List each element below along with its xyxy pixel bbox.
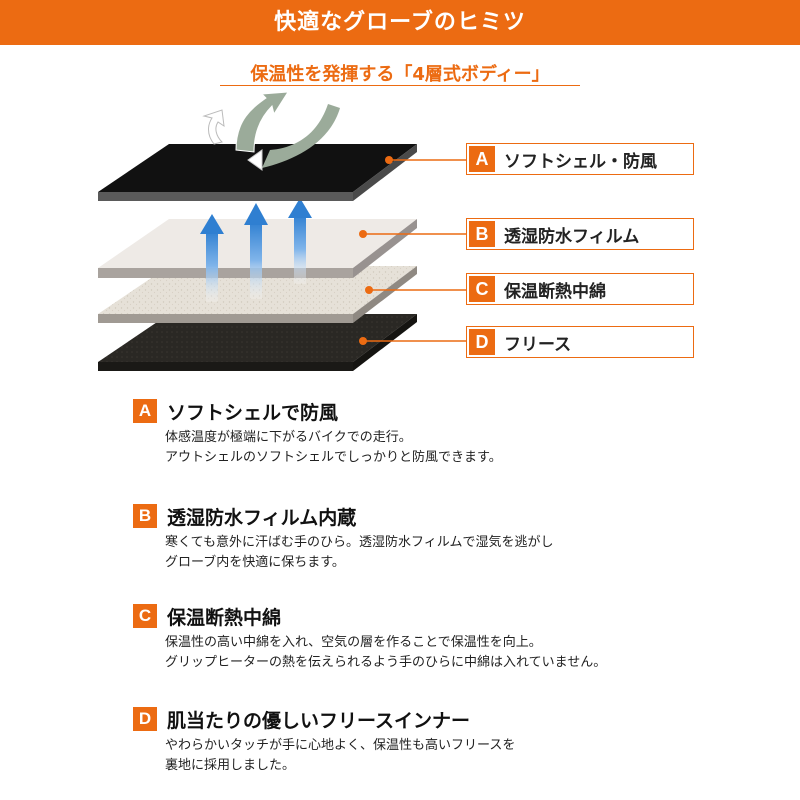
layer-d-fleece (98, 314, 417, 371)
section-line: やわらかいタッチが手に心地よく、保温性も高いフリースを (165, 738, 516, 753)
layer-a-shell (98, 144, 417, 201)
page-title: 快適なグローブのヒミツ (274, 10, 526, 35)
layer-label-text: 透湿防水フィルム (504, 226, 640, 247)
subtitle: 保温性を発揮する「4層式ボディー」 (250, 64, 550, 85)
layer-label-c: C 保温断熱中綿 (466, 273, 694, 305)
section-line: 寒くても意外に汗ばむ手のひら。透湿防水フィルムで湿気を逃がし (165, 535, 554, 550)
subtitle-underline (220, 85, 580, 86)
section-letter-badge: B (133, 504, 157, 528)
layer-label-text: ソフトシェル・防風 (504, 151, 657, 172)
section-body: 体感温度が極端に下がるバイクでの走行。 アウトシェルのソフトシェルでしっかりと防… (165, 428, 773, 468)
section-letter-badge: C (133, 604, 157, 628)
section-c: C 保温断熱中綿 保温性の高い中綿を入れ、空気の層を作ることで保温性を向上。 グ… (133, 603, 773, 673)
layer-label-b: B 透湿防水フィルム (466, 218, 694, 250)
section-line: グリップヒーターの熱を伝えられるよう手のひらに中綿は入れていません。 (165, 655, 607, 670)
section-b: B 透湿防水フィルム内蔵 寒くても意外に汗ばむ手のひら。透湿防水フィルムで湿気を… (133, 503, 773, 573)
layer-stack-illustration (98, 91, 468, 371)
layer-diagram (0, 90, 800, 390)
layer-letter-badge: D (469, 329, 495, 355)
section-body: 寒くても意外に汗ばむ手のひら。透湿防水フィルムで湿気を逃がし グローブ内を快適に… (165, 533, 773, 573)
layer-letter-badge: C (469, 276, 495, 302)
section-line: 体感温度が極端に下がるバイクでの走行。 (165, 430, 412, 445)
section-title: 透湿防水フィルム内蔵 (167, 506, 357, 529)
section-title: ソフトシェルで防風 (167, 401, 339, 424)
layer-label-d: D フリース (466, 326, 694, 358)
section-line: 裏地に採用しました。 (165, 758, 296, 773)
section-line: 保温性の高い中綿を入れ、空気の層を作ることで保温性を向上。 (165, 635, 542, 650)
section-title: 肌当たりの優しいフリースインナー (167, 709, 471, 732)
header-banner: 快適なグローブのヒミツ (0, 0, 800, 45)
section-letter-badge: A (133, 399, 157, 423)
section-title: 保温断熱中綿 (167, 606, 282, 629)
section-line: グローブ内を快適に保ちます。 (165, 555, 345, 570)
leader-lines (359, 156, 468, 345)
section-a: A ソフトシェルで防風 体感温度が極端に下がるバイクでの走行。 アウトシェルのソ… (133, 398, 773, 468)
airflow-arrow-icon (202, 91, 340, 171)
section-body: やわらかいタッチが手に心地よく、保温性も高いフリースを 裏地に採用しました。 (165, 736, 773, 776)
section-line: アウトシェルのソフトシェルでしっかりと防風できます。 (165, 450, 502, 465)
heat-arrow-icon (200, 198, 312, 302)
layer-label-text: フリース (504, 334, 572, 355)
section-d: D 肌当たりの優しいフリースインナー やわらかいタッチが手に心地よく、保温性も高… (133, 706, 773, 776)
layer-label-text: 保温断熱中綿 (504, 281, 606, 302)
section-letter-badge: D (133, 707, 157, 731)
layer-label-a: A ソフトシェル・防風 (466, 143, 694, 175)
layer-letter-badge: A (469, 146, 495, 172)
layer-letter-badge: B (469, 221, 495, 247)
section-body: 保温性の高い中綿を入れ、空気の層を作ることで保温性を向上。 グリップヒーターの熱… (165, 633, 773, 673)
